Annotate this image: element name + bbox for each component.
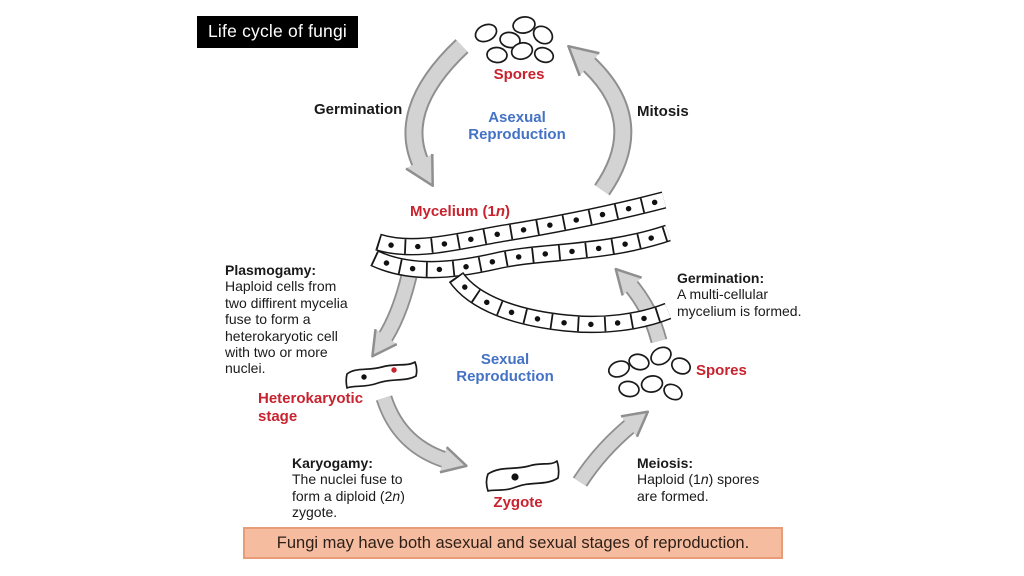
spore bbox=[532, 25, 554, 45]
heterokaryotic-stage-label: Heterokaryotic stage bbox=[258, 390, 363, 426]
mycelium-label-prefix: Mycelium (1 bbox=[410, 203, 496, 220]
meiosis-line1-ploidy: n bbox=[700, 471, 709, 488]
karyogamy-line: zygote. bbox=[292, 504, 338, 521]
germination-line: mycelium is formed. bbox=[677, 302, 802, 319]
germination-label-asexual: Germination bbox=[314, 101, 403, 118]
spore bbox=[640, 375, 664, 393]
arrow-band bbox=[377, 395, 454, 469]
asexual-reproduction-label: Asexual Reproduction bbox=[447, 109, 587, 144]
plasmogamy-line: with two or more bbox=[225, 344, 328, 361]
spores-label-sexual: Spores bbox=[696, 362, 747, 379]
hypha-septa bbox=[370, 226, 671, 277]
spore bbox=[618, 380, 640, 398]
karyogamy-line2-ploidy: n bbox=[392, 487, 401, 504]
hypha-nuclei bbox=[371, 230, 671, 273]
meiosis-text: Meiosis: Haploid (1n) spores are formed. bbox=[637, 455, 787, 504]
meiosis-heading: Meiosis: bbox=[637, 455, 694, 471]
arrow-band bbox=[375, 274, 416, 348]
spore bbox=[650, 346, 672, 366]
arrow-band bbox=[577, 52, 631, 195]
zygote-label: Zygote bbox=[493, 494, 543, 511]
spore bbox=[510, 41, 534, 61]
karyogamy-line: The nuclei fuse to bbox=[292, 471, 403, 488]
nucleus-black bbox=[361, 374, 367, 380]
spore bbox=[663, 383, 683, 401]
karyogamy-arrow bbox=[375, 395, 468, 474]
hypha-nuclei bbox=[453, 274, 671, 328]
mitosis-arrow bbox=[567, 44, 633, 196]
sexual-reproduction-label: Sexual Reproduction bbox=[435, 351, 575, 386]
meiosis-line: are formed. bbox=[637, 487, 709, 504]
arrow-band bbox=[621, 275, 666, 343]
arrow-band bbox=[406, 40, 468, 174]
spore bbox=[499, 31, 521, 49]
meiosis-line1-prefix: Haploid (1 bbox=[637, 471, 701, 488]
plasmogamy-line: fuse to form a bbox=[225, 311, 311, 328]
spore bbox=[486, 46, 508, 64]
meiosis-arrow bbox=[572, 410, 650, 487]
cell-body bbox=[345, 361, 418, 389]
spore bbox=[474, 23, 498, 43]
spore bbox=[512, 16, 536, 34]
spores-label-asexual: Spores bbox=[493, 66, 545, 83]
asexual-label-line2: Reproduction bbox=[468, 126, 566, 144]
asexual-label-line1: Asexual bbox=[488, 109, 546, 126]
cell-body bbox=[485, 460, 560, 492]
mycelium-label-ploidy: n bbox=[495, 203, 506, 220]
germination-arrow-asexual bbox=[404, 39, 469, 187]
sexual-label-line1: Sexual bbox=[480, 351, 530, 368]
karyogamy-text: Karyogamy: The nuclei fuse to form a dip… bbox=[292, 455, 442, 521]
plasmogamy-text: Plasmogamy: Haploid cells from two diffi… bbox=[225, 262, 385, 377]
plasmogamy-line: nuclei. bbox=[225, 360, 266, 377]
spore bbox=[607, 360, 631, 378]
nucleus-red bbox=[391, 367, 397, 373]
karyogamy-heading: Karyogamy: bbox=[292, 455, 373, 471]
spore bbox=[628, 353, 650, 371]
mycelium-label: Mycelium (1n) bbox=[410, 203, 510, 221]
spore-cluster-asexual bbox=[474, 16, 555, 64]
plasmogamy-heading: Plasmogamy: bbox=[225, 262, 317, 278]
summary-banner: Fungi may have both asexual and sexual s… bbox=[243, 527, 783, 559]
plasmogamy-arrow bbox=[371, 273, 418, 358]
spore bbox=[670, 357, 692, 375]
spore-cluster-sexual bbox=[607, 346, 692, 401]
plasmogamy-line: two diffirent mycelia bbox=[225, 294, 348, 311]
spore bbox=[533, 46, 555, 64]
plasmogamy-line: Haploid cells from bbox=[225, 278, 337, 295]
plasmogamy-line: heterokaryotic cell bbox=[225, 327, 338, 344]
slide-title: Life cycle of fungi bbox=[197, 16, 359, 48]
germination-line: A multi-cellular bbox=[677, 286, 769, 303]
hypha-nuclei bbox=[375, 197, 667, 250]
zygote-drawing bbox=[485, 460, 560, 492]
germination-heading: Germination: bbox=[677, 270, 765, 286]
germination-arrow-sexual bbox=[614, 267, 668, 344]
heterokaryotic-label-line1: Heterokaryotic bbox=[258, 390, 364, 407]
karyogamy-line2-suffix: ) bbox=[400, 487, 405, 504]
nucleus-black bbox=[511, 473, 519, 481]
mycelium-label-suffix: ) bbox=[505, 203, 511, 220]
heterokaryotic-cell-drawing bbox=[345, 361, 418, 389]
meiosis-line: Haploid (1n) spores bbox=[637, 471, 787, 487]
karyogamy-line: form a diploid (2n) bbox=[292, 488, 442, 504]
germination-text-sexual: Germination: A multi-cellular mycelium i… bbox=[677, 270, 827, 319]
mycelium-drawing bbox=[370, 191, 672, 334]
mitosis-label: Mitosis bbox=[637, 103, 689, 120]
meiosis-line1-suffix: ) spores bbox=[708, 471, 760, 488]
karyogamy-line2-prefix: form a diploid (2 bbox=[292, 487, 393, 504]
arrow-band bbox=[574, 415, 641, 486]
heterokaryotic-label-line2: stage bbox=[258, 408, 298, 425]
sexual-label-line2: Reproduction bbox=[456, 368, 554, 386]
